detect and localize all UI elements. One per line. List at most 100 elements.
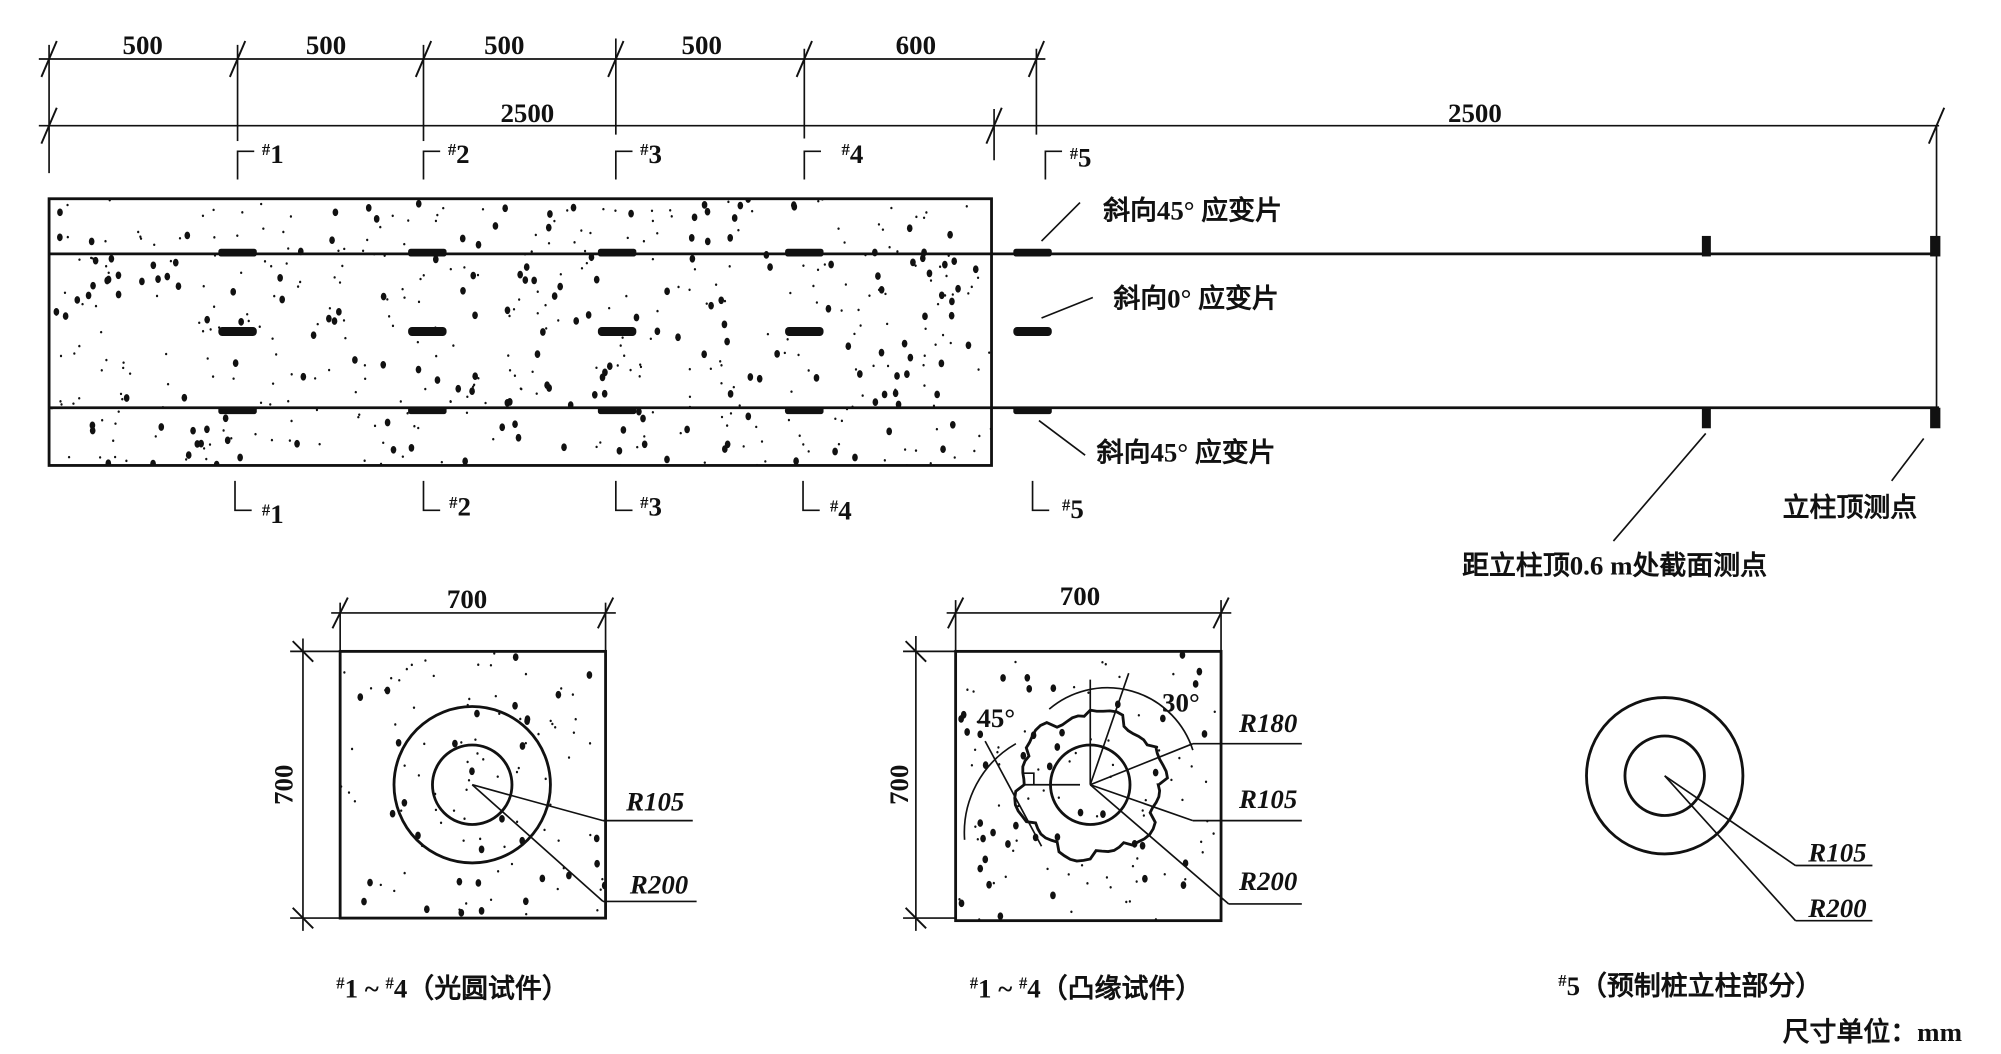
aggregate-speck (953, 456, 956, 459)
aggregate-speck (536, 290, 539, 293)
aggregate-speck (934, 343, 937, 346)
aggregate-speck (63, 291, 67, 295)
aggregate-speck (209, 328, 212, 331)
aggregate-speck (732, 385, 735, 389)
aggregate-speck (519, 742, 526, 750)
aggregate-speck (721, 445, 728, 453)
aggregate-speck (467, 778, 471, 782)
aggregate-speck (224, 436, 231, 445)
aggregate-speck (415, 831, 421, 840)
aggregate-speck (958, 897, 961, 901)
aggregate-speck (935, 427, 939, 431)
aggregate-speck (701, 350, 707, 359)
aggregate-speck (1182, 884, 1186, 887)
aggregate-speck (232, 359, 239, 367)
aggregate-speck (137, 230, 140, 234)
aggregate-speck (594, 859, 600, 868)
aggregate-speck (463, 266, 466, 269)
aggregate-speck (639, 365, 643, 369)
aggregate-speck (922, 216, 926, 220)
aggregate-speck (857, 308, 860, 312)
aggregate-speck (745, 412, 752, 421)
aggregate-speck (914, 264, 917, 267)
aggregate-speck (941, 333, 945, 337)
aggregate-speck (489, 898, 493, 902)
aggregate-speck (861, 394, 864, 397)
aggregate-speck (166, 382, 170, 386)
aggregate-speck (901, 339, 908, 348)
aggregate-speck (894, 388, 897, 392)
aggregate-speck (201, 329, 205, 333)
section2-width: 700 (1060, 581, 1100, 611)
section3-caption: #5（预制桩立柱部分） (1558, 970, 1822, 1001)
aggregate-speck (416, 340, 420, 344)
aggregate-speck (798, 434, 801, 437)
aggregate-speck (727, 200, 730, 204)
aggregate-speck (828, 260, 834, 269)
aggregate-speck (470, 271, 477, 280)
aggregate-speck (608, 306, 611, 310)
aggregate-speck (211, 375, 215, 378)
aggregate-speck (755, 425, 758, 429)
dim-segment-4: 500 (682, 30, 722, 60)
aggregate-speck (434, 219, 438, 223)
aggregate-speck (767, 263, 773, 271)
aggregate-speck (380, 360, 387, 369)
column-top-point-label: 立柱顶测点 (1783, 492, 1918, 523)
aggregate-speck (415, 199, 422, 208)
aggregate-speck (845, 342, 852, 351)
aggregate-speck (1125, 900, 1128, 904)
aggregate-speck (472, 383, 476, 387)
aggregate-speck (478, 845, 485, 854)
aggregate-speck (970, 285, 973, 289)
aggregate-speck (623, 354, 626, 357)
aggregate-speck (986, 880, 992, 889)
aggregate-speck (479, 837, 482, 841)
aggregate-speck (580, 229, 583, 232)
aggregate-speck (724, 337, 730, 346)
aggregate-speck (403, 242, 406, 246)
aggregate-speck (614, 209, 617, 212)
aggregate-speck (872, 398, 879, 406)
aggregate-speck (1172, 672, 1175, 676)
aggregate-speck (693, 267, 697, 271)
aggregate-speck (1013, 821, 1019, 830)
aggregate-speck (840, 419, 844, 423)
aggregate-speck (942, 260, 948, 269)
aggregate-speck (654, 327, 661, 336)
aggregate-speck (684, 425, 690, 434)
aggregate-speck (947, 230, 953, 239)
aggregate-speck (290, 373, 293, 376)
aggregate-speck (434, 808, 438, 812)
section-mark-3-bottom: #3 (640, 491, 662, 521)
aggregate-speck (175, 282, 182, 291)
aggregate-speck (1067, 873, 1070, 876)
aggregate-speck (728, 265, 731, 268)
aggregate-speck (649, 337, 652, 341)
dimension-chain: 500 500 500 500 600 2500 2500 (38, 30, 1946, 254)
aggregate-speck (458, 908, 465, 917)
aggregate-speck (925, 211, 928, 214)
aggregate-speck (926, 269, 933, 278)
aggregate-speck (813, 374, 820, 382)
aggregate-speck (424, 659, 427, 662)
aggregate-speck (691, 213, 698, 222)
aggregate-speck (967, 292, 970, 295)
section-mark-1-top: #1 (262, 139, 284, 169)
aggregate-speck (551, 292, 558, 300)
aggregate-speck (128, 372, 132, 375)
aggregate-speck (974, 825, 977, 828)
aggregate-speck (94, 304, 98, 308)
aggregate-speck (202, 284, 205, 288)
aggregate-speck (583, 249, 587, 253)
aggregate-speck (721, 320, 728, 329)
section2-angle-45: 45° (977, 703, 1015, 733)
aggregate-speck (555, 690, 562, 699)
section1-width: 700 (447, 584, 487, 614)
section2-r105: R105 (1238, 784, 1297, 814)
aggregate-speck (853, 332, 856, 336)
aggregate-speck (881, 228, 885, 231)
aggregate-speck (570, 203, 577, 212)
aggregate-speck (886, 427, 893, 436)
